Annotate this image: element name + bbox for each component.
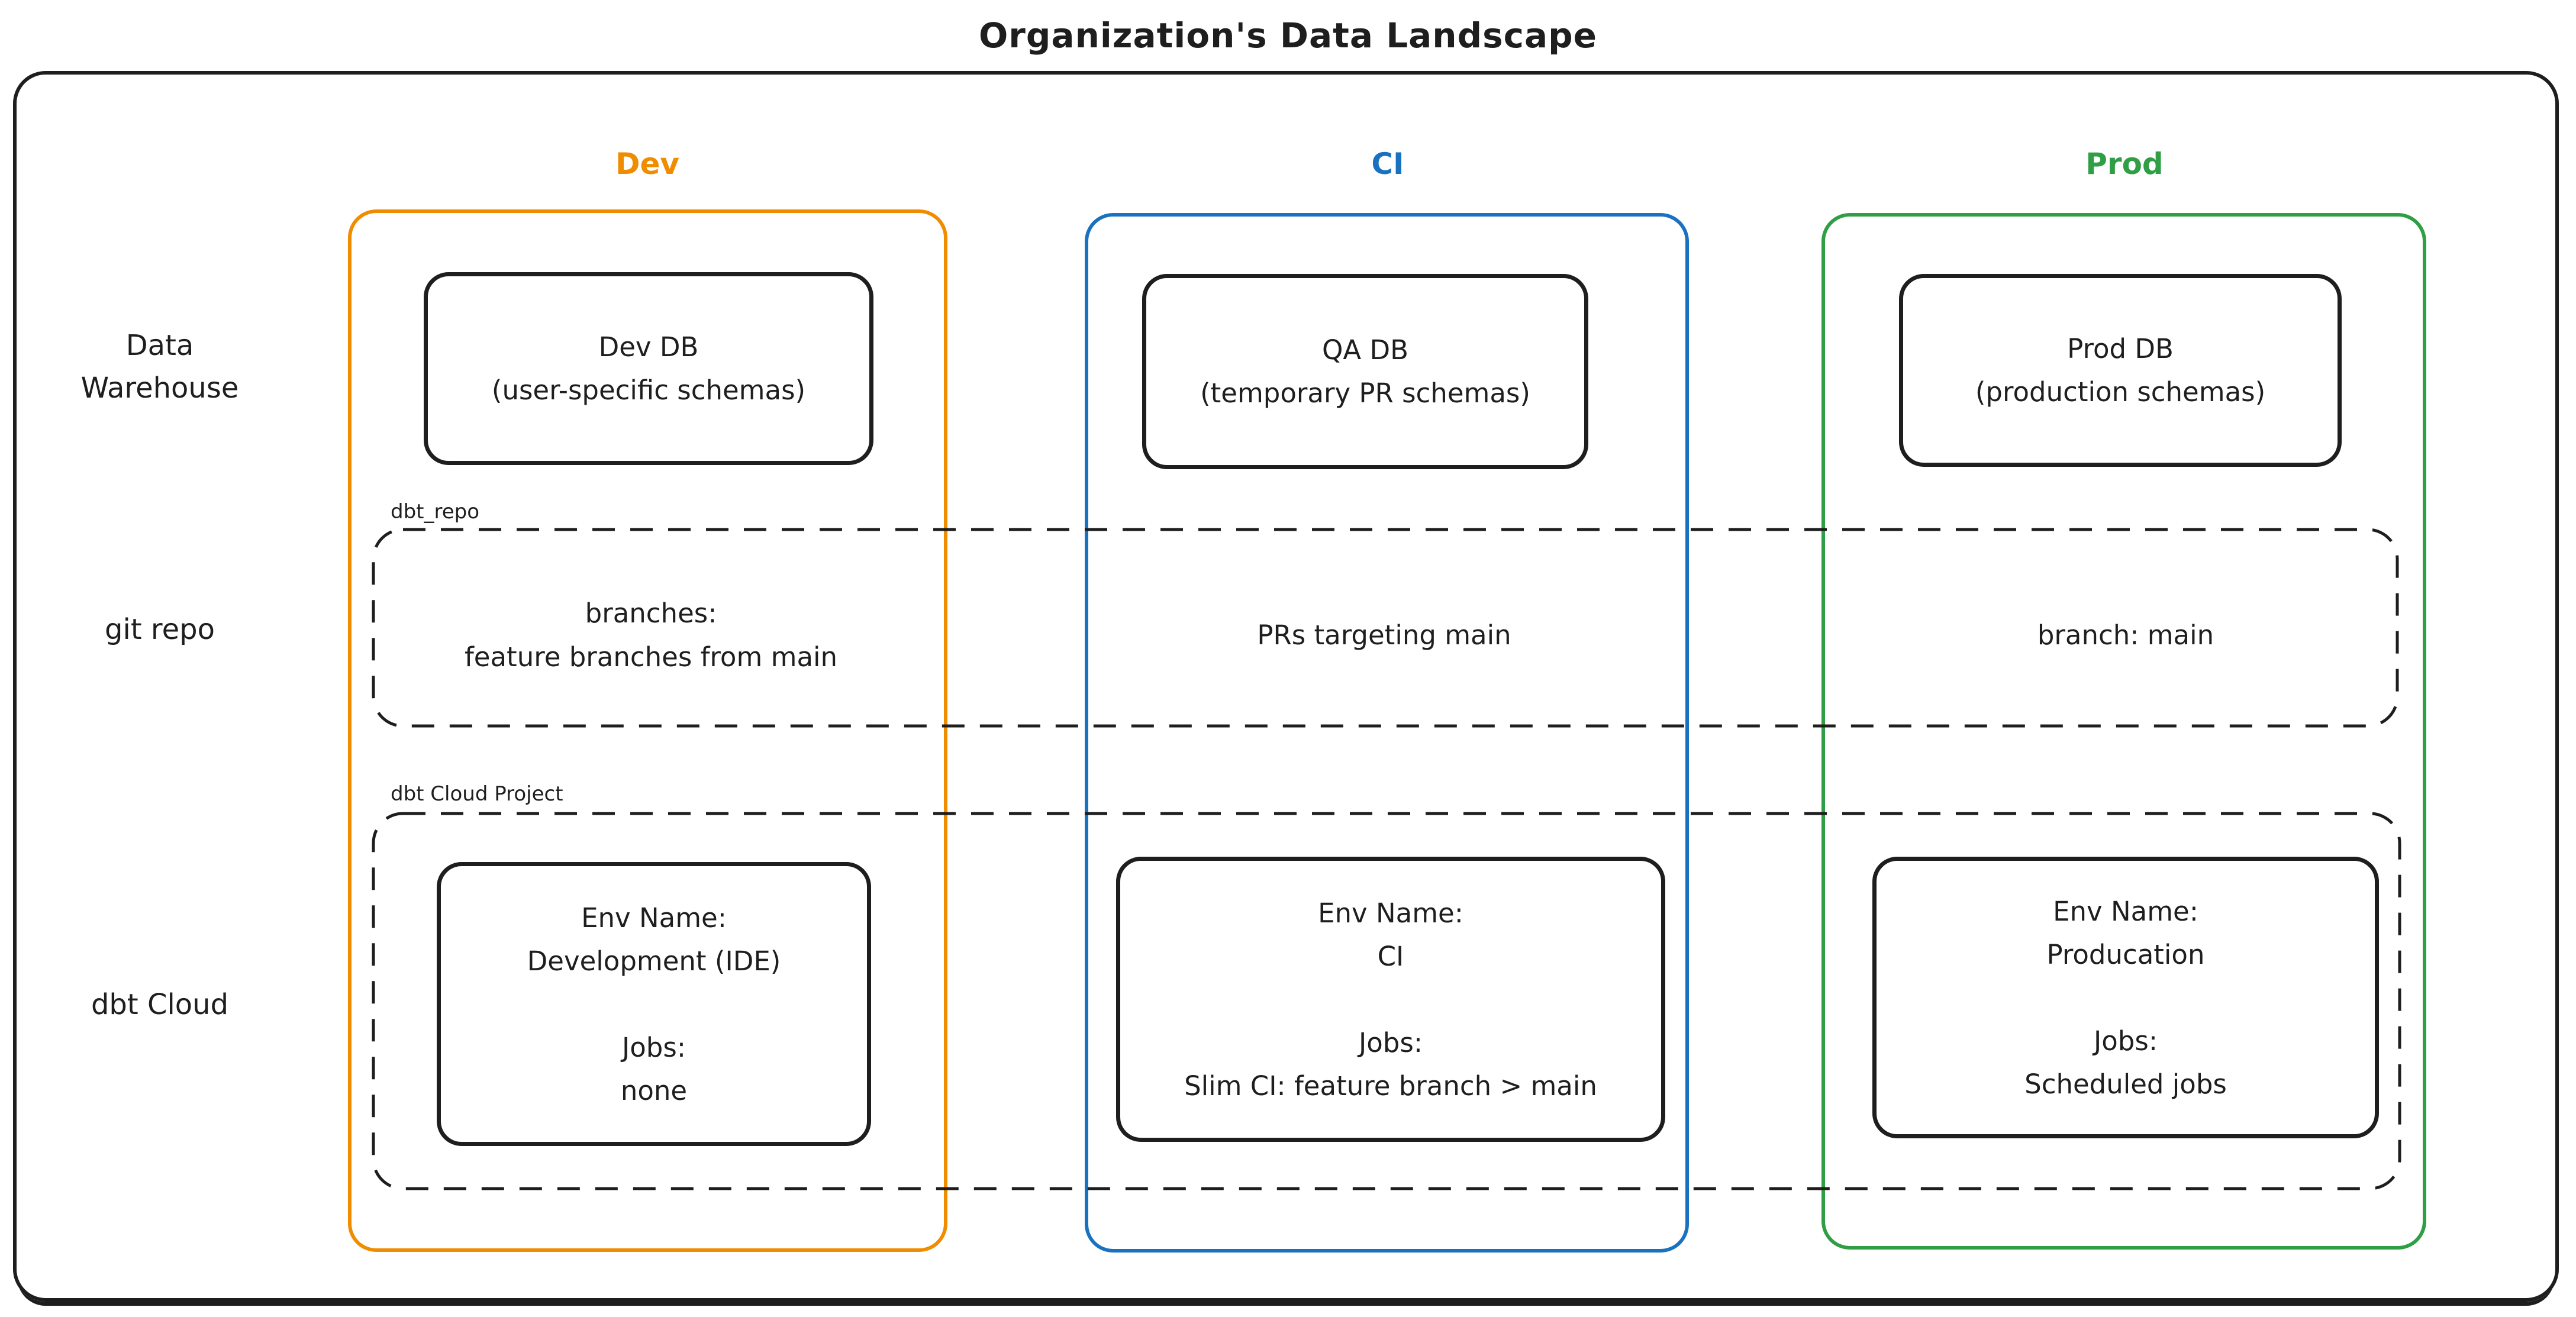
column-container-dev	[348, 209, 947, 1252]
column-container-prod	[1821, 213, 2426, 1250]
dbt-cloud-project-label: dbt Cloud Project	[391, 782, 563, 806]
dev-env-text: Env Name: Development (IDE) Jobs: none	[527, 902, 781, 1106]
dev-env-box: Env Name: Development (IDE) Jobs: none	[437, 862, 871, 1146]
prod-db-text: Prod DB (production schemas)	[1975, 333, 2266, 408]
column-container-ci	[1085, 213, 1689, 1253]
dev-db-box: Dev DB (user-specific schemas)	[424, 272, 873, 465]
git-ci-text: PRs targeting main	[1257, 619, 1511, 651]
column-header-prod: Prod	[2085, 147, 2164, 181]
git-prod-text: branch: main	[2037, 619, 2214, 651]
row-label-git-repo: git repo	[105, 613, 215, 646]
dbt-repo-label: dbt_repo	[391, 500, 480, 524]
dev-db-text: Dev DB (user-specific schemas)	[491, 331, 806, 406]
row-label-dbt-cloud: dbt Cloud	[91, 988, 229, 1021]
qa-db-box: QA DB (temporary PR schemas)	[1142, 274, 1588, 469]
git-dev-text: branches: feature branches from main	[464, 598, 838, 673]
outer-frame	[13, 71, 2559, 1302]
dbt-cloud-dashed-box	[372, 812, 2401, 1190]
ci-env-box: Env Name: CI Jobs: Slim CI: feature bran…	[1116, 857, 1665, 1142]
prod-env-box: Env Name: Producation Jobs: Scheduled jo…	[1872, 857, 2379, 1138]
prod-env-text: Env Name: Producation Jobs: Scheduled jo…	[2024, 895, 2227, 1100]
ci-env-text: Env Name: CI Jobs: Slim CI: feature bran…	[1184, 897, 1597, 1102]
diagram-title: Organization's Data Landscape	[979, 15, 1597, 56]
row-label-data-warehouse: Data Warehouse	[80, 329, 239, 405]
qa-db-text: QA DB (temporary PR schemas)	[1200, 334, 1530, 409]
column-header-dev: Dev	[615, 147, 679, 181]
prod-db-box: Prod DB (production schemas)	[1899, 274, 2342, 467]
column-header-ci: CI	[1371, 147, 1404, 181]
